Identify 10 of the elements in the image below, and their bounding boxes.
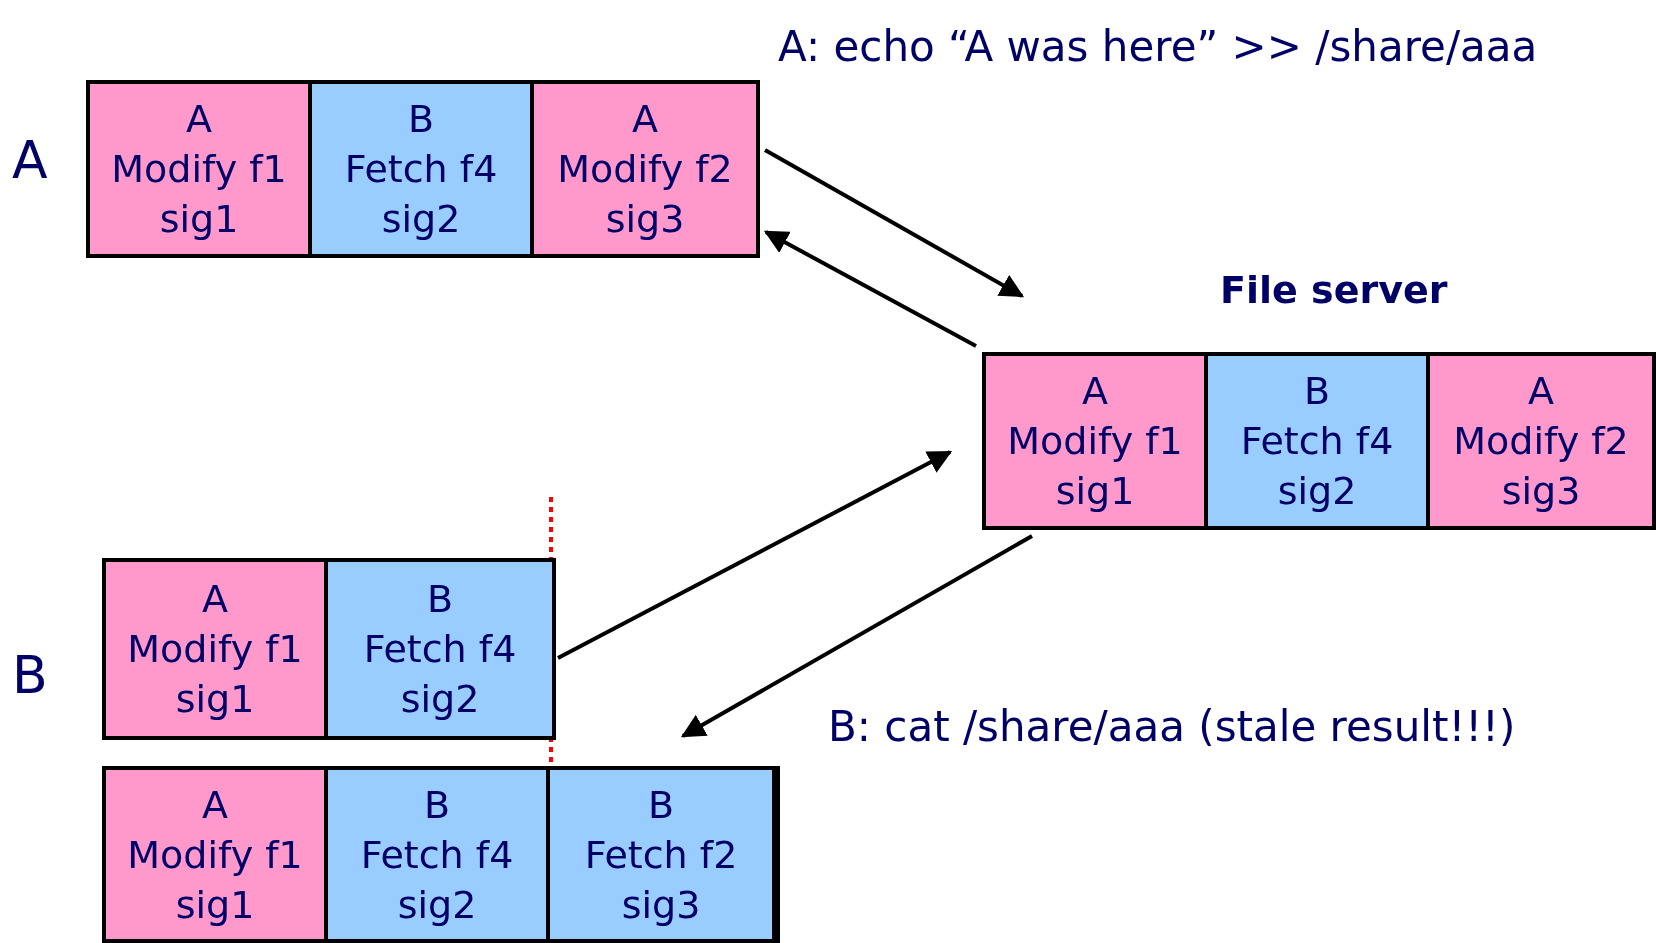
log-row bbox=[102, 766, 780, 943]
arrow bbox=[763, 230, 977, 348]
command-note: A: echo “A was here” >> /share/aaa bbox=[778, 22, 1538, 71]
arrow bbox=[680, 534, 1033, 738]
arrow bbox=[557, 450, 953, 660]
row-label: A bbox=[12, 130, 48, 190]
server-heading: File server bbox=[1220, 268, 1448, 312]
row-label: B bbox=[12, 645, 48, 705]
arrow bbox=[764, 148, 1025, 298]
command-note: B: cat /share/aaa (stale result!!!) bbox=[828, 702, 1516, 751]
